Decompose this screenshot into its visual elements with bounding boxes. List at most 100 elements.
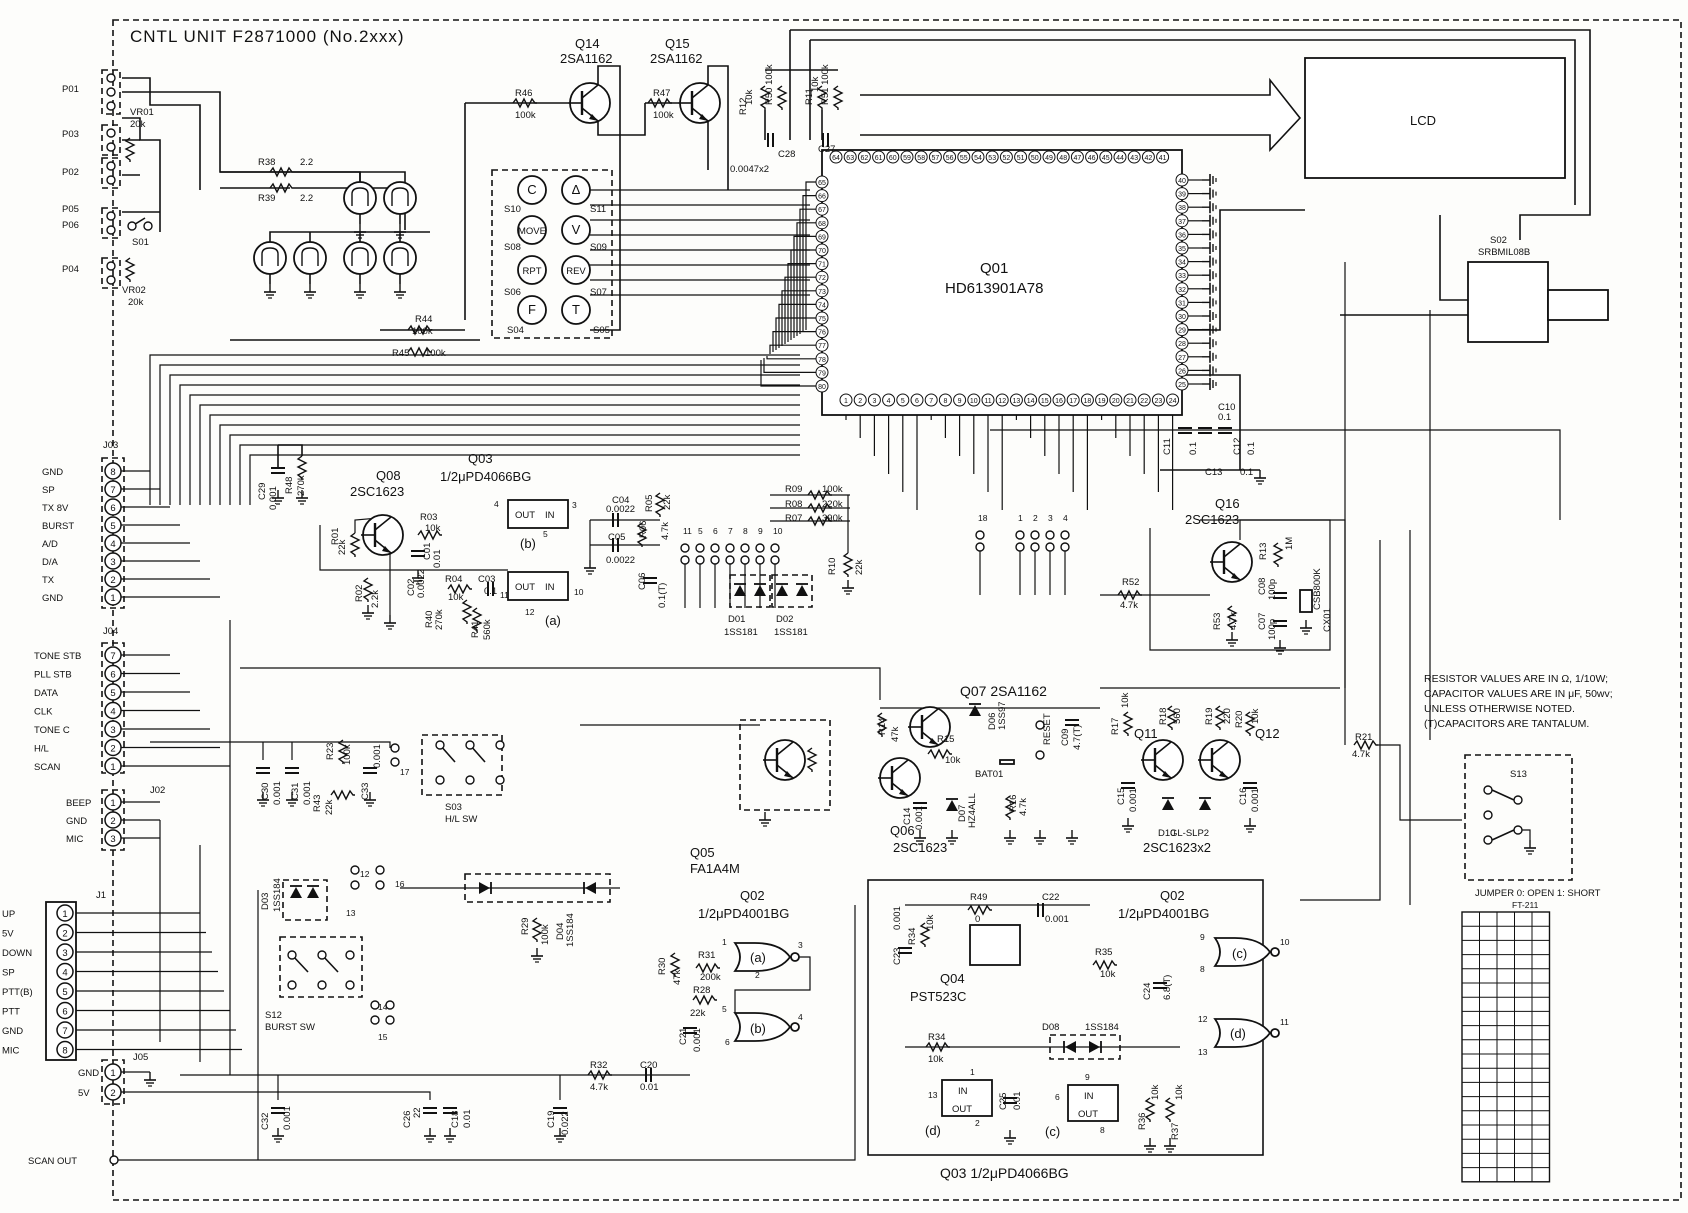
wire [199,404,800,505]
key-button-1[interactable] [561,175,591,205]
ic-pin-number: 49 [1045,155,1053,162]
j04-pin-label: TONE STB [34,651,81,662]
j04-pin-5 [104,683,122,701]
ic-pin [1080,393,1094,407]
c12-ref: C12 [1232,438,1243,455]
q12-ref: Q12 [1255,726,1280,741]
ground-icon [758,811,772,827]
r34-ref: R34 [928,1032,945,1043]
s13-contact [1513,825,1523,835]
wire [796,222,816,336]
r36-value: 10k [1150,1084,1161,1100]
j03-pin-3 [104,552,122,570]
jumper-pad [770,555,780,565]
q03c-in: IN [1084,1091,1094,1102]
key-button-6[interactable] [517,295,547,325]
c28-capacitor [767,132,774,148]
ic-pin [967,393,981,407]
ic-pin-number: 71 [818,262,826,269]
j03-pin-2 [104,570,122,588]
j03-pin-label: GND [42,593,63,604]
key-button-3[interactable] [561,215,591,245]
j1-pin-5 [56,982,74,1000]
key-button-4[interactable] [517,255,547,285]
j1-pin-number: 6 [62,1007,67,1018]
ic-pin-number: 46 [1088,155,1096,162]
key-button-2[interactable] [517,215,547,245]
reset-block-frame [867,879,1264,1156]
ic-pin-number: 63 [846,155,854,162]
r50-label: R50 100k [764,64,775,105]
r04-ref: R04 [445,574,462,585]
q16-ref: Q16 [1215,496,1240,511]
ic-pin [882,393,896,407]
ic-pin-number: 53 [988,155,996,162]
vr01-ref: VR01 [130,107,154,118]
jumper-pad-label: 11 [683,526,692,536]
ic-pin [815,270,829,284]
vr02-resistor [125,257,135,283]
j1-pin-1 [56,904,74,922]
wire [1170,374,1241,470]
gate-pin: 4 [798,1012,803,1022]
j04-pin-label: SCAN [34,762,61,773]
ic-pin [1009,393,1023,407]
connector-pin [106,161,116,171]
r40-ref: R40 [424,611,435,628]
c24-value: 6.8(T) [1162,975,1173,1000]
j1-pin-label: MIC [2,1046,20,1057]
key-button-5[interactable] [561,255,591,285]
ic-pin [910,393,924,407]
ic-pin [1095,393,1109,407]
r52-ref: R52 [1122,577,1139,588]
r49-ref: R34 [907,928,918,945]
jumper-pad [695,555,705,565]
ic-pin-number: 2 [858,398,862,405]
lcd-label: LCD [1410,113,1436,128]
s03-name: H/L SW [445,814,477,825]
ic-pin [1166,393,1180,407]
gate-pin: 12 [1198,1014,1208,1024]
ic-pin [985,150,999,164]
wire [810,39,1576,205]
ground-icon [1065,829,1079,845]
c32-ref: C32 [260,1113,271,1130]
r17-ref: R17 [1110,718,1121,735]
q08-transistor [359,513,405,557]
jumper-table-model: FT-211 [1512,900,1539,910]
key-button-7[interactable] [561,295,591,325]
connector-block [101,157,121,189]
q15-part: 2SA1162 [650,51,703,66]
s02-switch [1467,261,1549,343]
ic-pin [815,297,829,311]
r32-resistor [967,905,993,915]
d06-ref: D06 [987,713,998,730]
ground-icon [353,283,367,299]
wire [150,1091,431,1100]
ic-pin [1123,393,1137,407]
q11-ref: Q11 [1134,726,1158,741]
diode-icon [733,583,747,597]
switch-label-s06: S06 [504,287,521,298]
j04-pin-label: PLL STB [34,670,72,681]
r31-resistor [692,995,718,1005]
jumper-pad-label: 13 [346,908,356,918]
j1-ref: J1 [96,890,106,901]
r41-ref: R41 [470,621,481,638]
ic-pin [1175,350,1189,364]
r53-ref: R53 [1212,613,1223,630]
connector-pin [106,101,116,111]
j1-pin-label: DOWN [2,948,32,959]
wire [790,29,1591,240]
d03-diode [306,885,320,899]
key-button-0[interactable] [517,175,547,205]
jumper-pad [1060,542,1070,552]
ic-pin-number: 26 [1178,368,1186,375]
r10-value: 22k [854,559,865,575]
ic-pin-number: 55 [960,155,968,162]
r40-value: 270k [434,609,445,630]
ground-icon [1201,281,1217,296]
ic-pin-number: 56 [946,155,954,162]
d08-package [1049,1034,1121,1060]
